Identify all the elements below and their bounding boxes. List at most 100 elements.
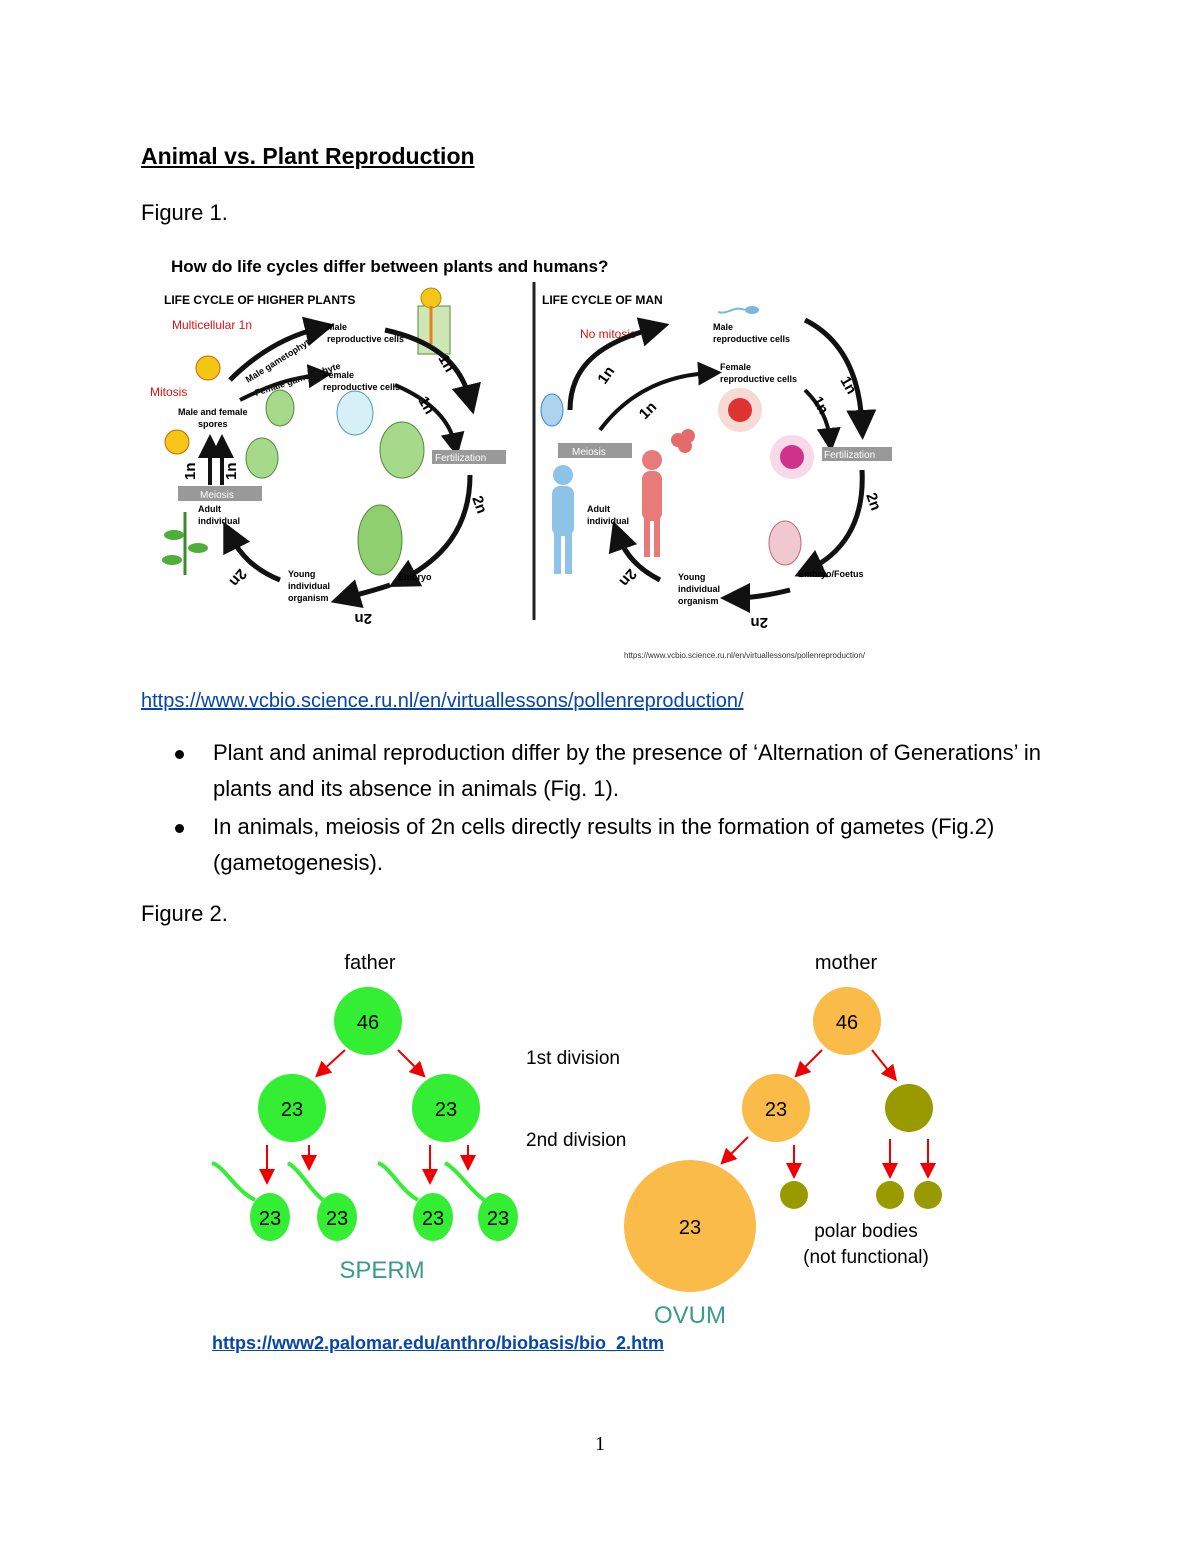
- bullet-item: In animals, meiosis of 2n cells directly…: [141, 809, 1061, 881]
- bullet-dot: [175, 750, 184, 759]
- father-cell-23-right: [412, 1074, 480, 1142]
- female-figure: [642, 450, 662, 470]
- plants-ploidy-2n-b: 2n: [354, 610, 372, 627]
- figure-1-heading: How do life cycles differ between plants…: [171, 257, 608, 276]
- sperm-cell-label: 23: [326, 1208, 348, 1230]
- pollen-grain: [195, 355, 221, 381]
- female-cells-label-2: reproductive cells: [323, 382, 400, 392]
- man-embryo-label: Embryo/Foetus: [798, 569, 864, 579]
- source-link-2[interactable]: https://www2.palomar.edu/anthro/biobasis…: [212, 1333, 665, 1353]
- plants-ploidy-2n-a: 2n: [468, 494, 490, 516]
- sperm-cell: 23: [443, 1161, 518, 1241]
- life-cycle-figure: How do life cycles differ between plants…: [150, 257, 892, 660]
- plants-ploidy-1n-a: 1n: [435, 352, 458, 376]
- multicellular-label: Multicellular 1n: [172, 318, 252, 332]
- mother-cell-46: [813, 987, 881, 1055]
- first-division-label: 1st division: [526, 1048, 620, 1069]
- man-young-label-1: Young: [678, 572, 705, 582]
- spore-icon: [164, 429, 190, 455]
- father-cell-46-label: 46: [357, 1012, 379, 1034]
- father-label: father: [344, 952, 395, 974]
- plants-young-label-1: Young: [288, 569, 315, 579]
- father-cell-23-left-label: 23: [281, 1099, 303, 1121]
- man-male-cells-label-1: Male: [713, 322, 733, 332]
- plants-title: LIFE CYCLE OF HIGHER PLANTS: [164, 293, 355, 307]
- plants-ploidy-1n-b: 1n: [415, 394, 438, 418]
- page-title: Animal vs. Plant Reproduction: [141, 143, 475, 169]
- not-functional-label: (not functional): [803, 1247, 929, 1268]
- polar-body: [914, 1181, 942, 1209]
- polar-body-first: [885, 1084, 933, 1132]
- plants-meiosis-label: Meiosis: [200, 490, 234, 501]
- figure-2-label: Figure 2.: [141, 901, 228, 926]
- man-meiosis-box: [558, 443, 632, 458]
- female-cells-label-1: Female: [323, 370, 354, 380]
- ovule-blue: [336, 390, 374, 436]
- ploidy-1n-right: 1n: [223, 462, 240, 480]
- sperm-cell: 23: [211, 1161, 290, 1241]
- figure-1-source: https://www.vcbio.science.ru.nl/en/virtu…: [624, 651, 866, 660]
- second-division-label: 2nd division: [526, 1130, 626, 1151]
- sperm-cell-label: 23: [259, 1208, 281, 1230]
- bullet-text: Plant and animal reproduction differ by …: [213, 740, 1041, 801]
- plants-meiosis-box: [178, 486, 262, 501]
- polar-body: [780, 1181, 808, 1209]
- man-female-cells-label-1: Female: [720, 362, 751, 372]
- sperm-cell: 23: [286, 1161, 357, 1241]
- figure-1-label: Figure 1.: [141, 200, 228, 225]
- man-female-cells-label-2: reproductive cells: [720, 374, 797, 384]
- page-number: 1: [595, 1433, 605, 1455]
- father-cell-46: [334, 987, 402, 1055]
- fertilized-ovule: [379, 421, 425, 479]
- egg-cell-inner: [728, 398, 752, 422]
- man-ploidy-2n-c: 2n: [616, 565, 640, 589]
- man-ploidy-1n-c: 1n: [837, 374, 860, 398]
- father-cell-23-right-label: 23: [435, 1099, 457, 1121]
- plants-ploidy-2n-c: 2n: [226, 565, 250, 589]
- man-ploidy-2n-b: 2n: [750, 614, 768, 631]
- man-ploidy-2n-a: 2n: [862, 491, 884, 513]
- man-ploidy-1n-d: 1n: [809, 394, 832, 418]
- source-link-1[interactable]: https://www.vcbio.science.ru.nl/en/virtu…: [141, 690, 744, 712]
- sperm-icon: [745, 306, 759, 314]
- man-ploidy-1n-b: 1n: [636, 398, 660, 422]
- man-fertilization-box: [822, 447, 892, 461]
- secondary-oocyte-label: 23: [765, 1099, 787, 1121]
- spores-label-2: spores: [198, 419, 228, 429]
- bullet-dot: [175, 824, 184, 833]
- man-ploidy-1n-a: 1n: [594, 363, 618, 387]
- plants-fertilization-label: Fertilization: [435, 453, 486, 464]
- male-cells-label-2: reproductive cells: [327, 334, 404, 344]
- man-male-cells-label-2: reproductive cells: [713, 334, 790, 344]
- plants-adult-label-2: individual: [198, 516, 240, 526]
- ovum-cell-label: 23: [679, 1217, 701, 1239]
- man-title: LIFE CYCLE OF MAN: [542, 293, 663, 307]
- sperm-label: SPERM: [339, 1257, 424, 1284]
- zygote-inner: [780, 445, 804, 469]
- plants-fertilization-box: [432, 450, 506, 464]
- plants-young-label-3: organism: [288, 593, 329, 603]
- plants-adult-label-1: Adult: [198, 504, 221, 514]
- polar-body: [876, 1181, 904, 1209]
- mother-label: mother: [815, 952, 878, 974]
- gametogenesis-figure: father mother 1st division 2nd division …: [211, 952, 942, 1329]
- man-adult-label-2: individual: [587, 516, 629, 526]
- foetus-icon: [768, 520, 802, 566]
- plants-embryo-label: Embryo: [398, 572, 432, 582]
- father-cell-23-left: [258, 1074, 326, 1142]
- female-gametophyte-arrow: [239, 364, 332, 402]
- male-gametophyte-arrow: [228, 316, 335, 382]
- plants-young-label-2: individual: [288, 581, 330, 591]
- sperm-cell: 23: [377, 1161, 453, 1241]
- mitosis-label: Mitosis: [150, 385, 187, 399]
- bullet-item: Plant and animal reproduction differ by …: [141, 735, 1061, 807]
- sperm-cell-label: 23: [422, 1208, 444, 1230]
- pollen-grain-top: [420, 287, 442, 309]
- secondary-oocyte: [742, 1074, 810, 1142]
- sperm-cell-label: 23: [487, 1208, 509, 1230]
- man-fertilization-label: Fertilization: [824, 450, 875, 461]
- seed-embryo: [357, 504, 403, 576]
- man-young-label-2: individual: [678, 584, 720, 594]
- bullet-text: In animals, meiosis of 2n cells directly…: [213, 814, 995, 875]
- man-young-label-3: organism: [678, 596, 719, 606]
